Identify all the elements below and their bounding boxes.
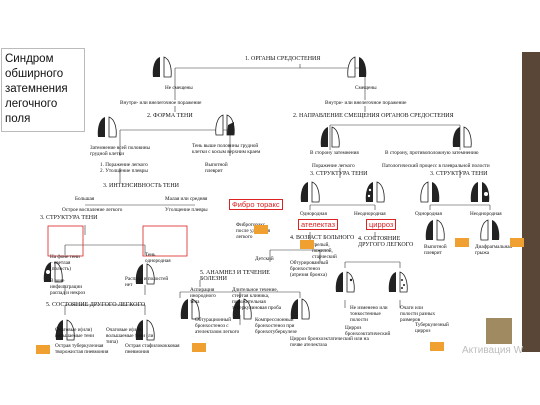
node-direction: 2. НАПРАВЛЕНИЕ СМЕЩЕНИЯ ОРГАНОВ СРЕДОСТЕ… <box>293 113 454 119</box>
node-compr: Компрессионный бронхостеноз при бронхоту… <box>255 317 297 335</box>
node-anamnesis: 5. АНАМНЕЗ И ТЕЧЕНИЕ БОЛЕЗНИ <box>200 270 270 282</box>
node-effusion: Выпотной плеврит <box>205 162 228 174</box>
node-in-out: Внутри- или внелегочное поражение <box>120 100 202 106</box>
highlight-atelectasis: ателектаз <box>298 219 339 230</box>
node-mature: Зрелый, пожилой, старческий <box>312 242 337 260</box>
node-toward: В сторону затемнения <box>310 150 359 156</box>
node-long-course: Длительное течение, стертая клиника, пол… <box>232 287 282 311</box>
node-cirrh-by-cond: Цирроз бронхоэктатический или на почве а… <box>290 336 369 348</box>
node-structure-right: 3. СТРУКТУРА ТЕНИ <box>430 171 488 177</box>
node-no-change: Не изменено или тонкостенные полости <box>350 305 388 323</box>
node-foci: Очаги или полости разных размеров <box>400 305 436 323</box>
node-in-infiltr: В зоне инфильтрации распад и некроз <box>50 278 86 296</box>
node-fibro-after: Фиброторакс после удаления легкого <box>236 222 270 240</box>
node-decay: Распада и полостей нет <box>125 276 169 288</box>
node-on-shadow: На фоне тени – светлая (полость) <box>50 254 80 272</box>
node-effusion-right: Выпотной плеврит <box>424 244 447 256</box>
node-tb-cirrh: Туберкулезный цирроз <box>415 322 449 334</box>
marker <box>254 225 268 234</box>
node-shadow-uniform: Тень однородная <box>145 252 171 264</box>
node-small-mid: Малая или средняя <box>165 196 208 202</box>
node-away: В сторону, противоположную затемнению <box>385 150 479 156</box>
node-intensity: 3. ИНТЕНСИВНОСТЬ ТЕНИ <box>103 183 180 189</box>
node-foci-small: Очаговые и(или) вольшаемые тени <box>55 327 94 339</box>
node-organs: 1. ОРГАНЫ СРЕДОСТЕНИЯ <box>245 56 321 62</box>
node-state-other-left: 5. СОСТОЯНИЕ ДРУГОГО ЛЕГКОГО <box>46 302 146 308</box>
node-uniform-right: Однородная <box>415 211 442 217</box>
node-nonuniform-right: Неоднородная <box>470 211 502 217</box>
node-uniform: Однородная <box>300 211 327 217</box>
node-in-out-right: Внутри- или внелегочное поражение <box>325 100 407 106</box>
marker <box>36 345 50 354</box>
highlight-fibrothorax: Фибро торакс <box>229 199 283 210</box>
node-acute: Острое воспаление легкого <box>62 207 123 213</box>
node-not-shifted: Не смещены <box>165 85 193 91</box>
node-shifted: Смещены <box>355 85 377 91</box>
activation-watermark: Активация W <box>462 345 524 356</box>
node-state-other: 4. СОСТОЯНИЕ ДРУГОГО ЛЕГКОГО <box>358 236 414 248</box>
slide-border <box>522 52 540 352</box>
node-acute-tb: Острая туберкулезная творожистая пневмон… <box>55 343 109 355</box>
marker <box>430 342 444 351</box>
node-lung-lesion-2: Поражение легкого <box>312 163 355 169</box>
lung-icons <box>43 56 500 341</box>
slide-title: Синдром обширного затемнения легочного п… <box>1 48 85 132</box>
marker <box>455 238 469 247</box>
highlight-cirrhosis: цирроз <box>366 219 397 230</box>
node-age: 4. ВОЗРАСТ БОЛЬНОГО <box>290 235 355 241</box>
node-shadow-lower: Тень выше половины грудной клетки с косы… <box>192 143 261 155</box>
node-large: Большая <box>75 196 95 202</box>
node-foci-small-2: Очаговые и(или) вольшаемые тени (ли типа… <box>106 327 154 345</box>
node-structure-left: 3. СТРУКТУРА ТЕНИ <box>40 215 98 221</box>
node-dark-half: Затемнение всей половины грудной клетки <box>90 145 150 157</box>
node-diaphragm: Диафрагмальная грыжа <box>475 244 512 256</box>
node-acute-staph: Острая стафилококковая пневмония <box>125 343 180 355</box>
node-nonuniform: Неоднородная <box>354 211 386 217</box>
node-cirrh-fibro: Цирроз бронхоэктатический <box>345 325 391 337</box>
node-obstr: Обтурированный бронхостеноз (атрезия бро… <box>290 260 329 278</box>
node-child: Детский <box>255 256 274 262</box>
marker <box>300 240 314 249</box>
node-aspir: Аспирация инородного тела <box>190 287 216 305</box>
node-form: 2. ФОРМА ТЕНИ <box>147 113 193 119</box>
node-structure-middle: 3. СТРУКТУРА ТЕНИ <box>310 171 368 177</box>
marker <box>192 343 206 352</box>
node-obstr-2: Обтурационный бронхостеноз с ателектазом… <box>195 317 240 335</box>
node-pleura-thick: Утолщение плевры <box>165 207 208 213</box>
marker <box>510 238 524 247</box>
thumbnail-image <box>486 318 512 344</box>
node-lung-lesion: 1. Поражение легкого 2. Утолщение плевры <box>100 162 148 174</box>
node-pathol: Патологический процесс в плевральной пол… <box>382 163 490 169</box>
